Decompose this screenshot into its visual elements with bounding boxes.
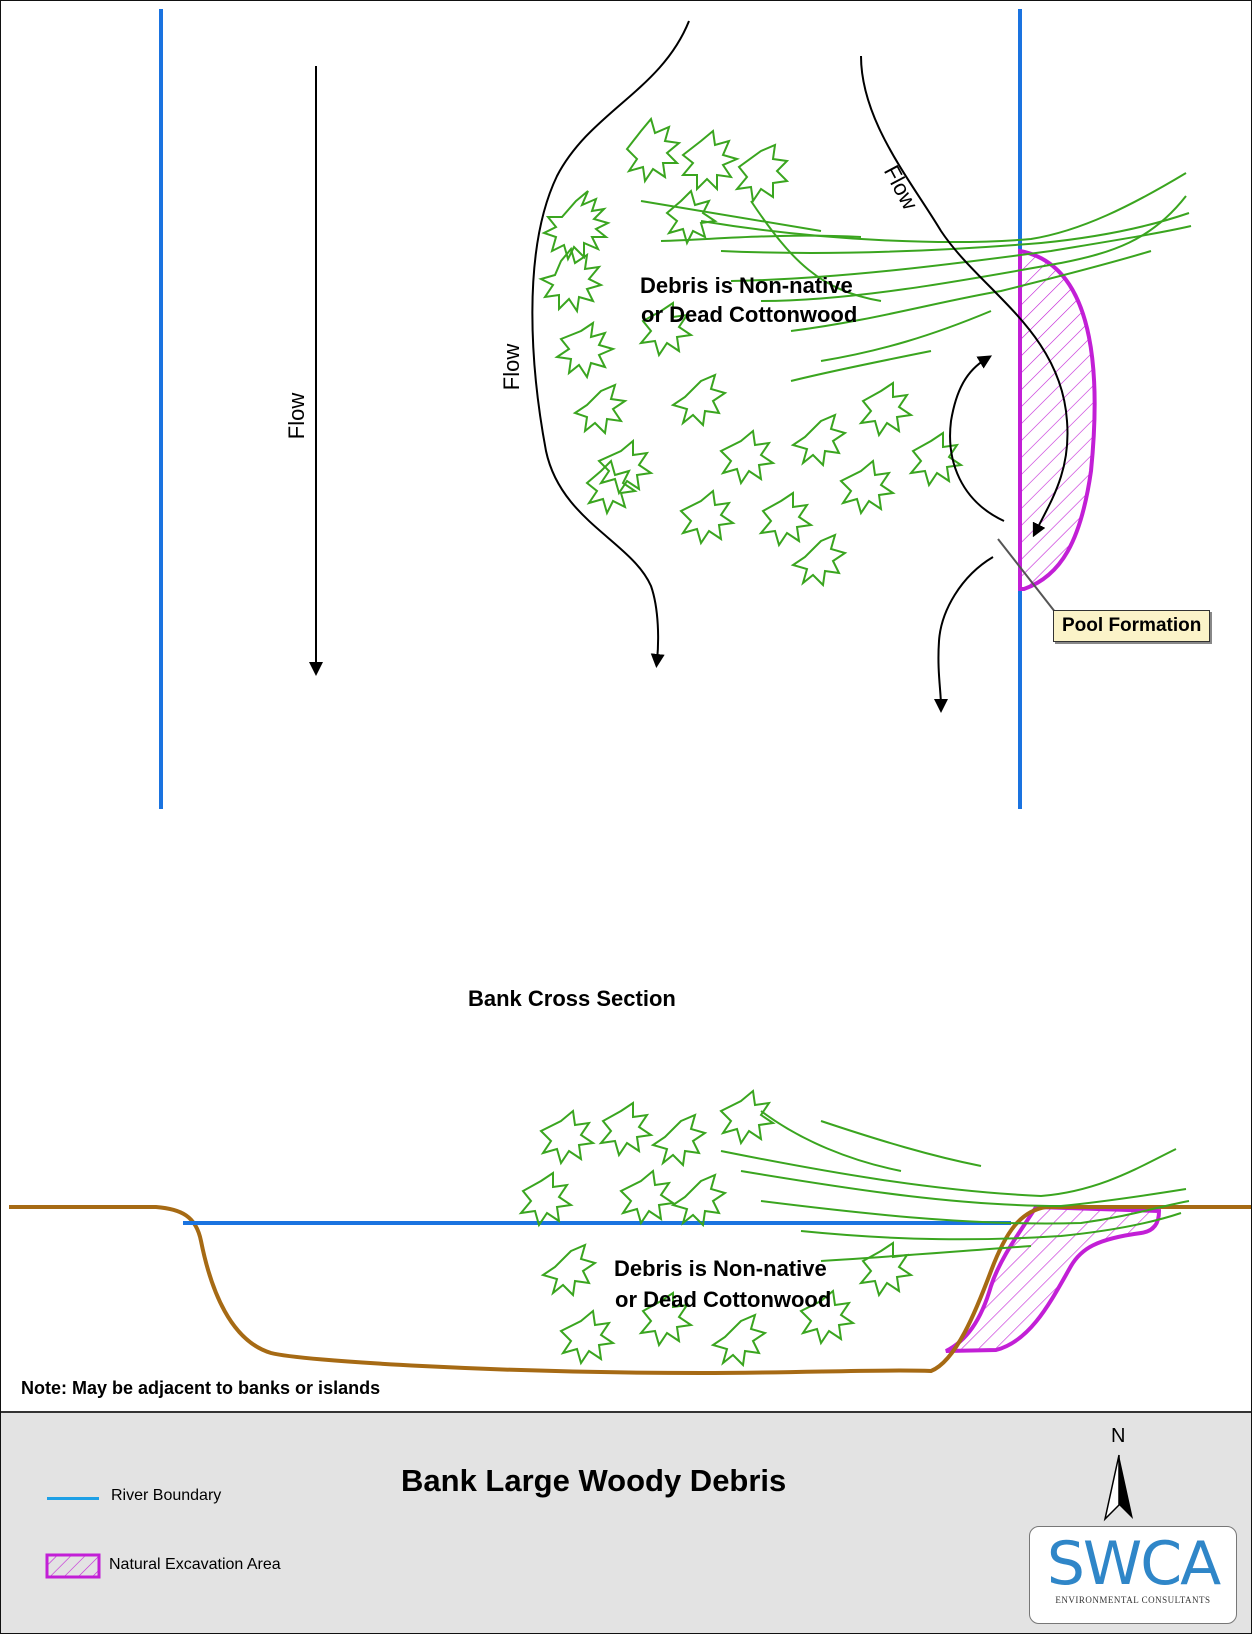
flow-eddy-up xyxy=(949,355,1005,522)
legend-excavation-symbol xyxy=(45,1553,101,1579)
debris-section-label-line1: Debris is Non-native xyxy=(614,1256,827,1281)
debris-plan-label-line1: Debris is Non-native xyxy=(640,273,853,298)
logo-subtitle: ENVIRONMENTAL CONSULTANTS xyxy=(1055,1595,1211,1605)
debris-plan-label-line2: or Dead Cottonwood xyxy=(641,302,858,327)
logo-wordmark: SWCA xyxy=(1046,1529,1221,1599)
flow-curve-right xyxy=(860,55,1069,538)
excavation-area-plan xyxy=(1018,248,1097,591)
debris-section xyxy=(720,1110,1190,1262)
legend-river-boundary-label: River Boundary xyxy=(111,1487,222,1504)
flow-label-main: Flow xyxy=(284,392,310,440)
diagram-canvas xyxy=(9,9,1251,1376)
swca-logo: SWCA ENVIRONMENTAL CONSULTANTS xyxy=(1029,1526,1237,1624)
flow-curve-left xyxy=(531,20,690,668)
flow-label-left-curve: Flow xyxy=(499,343,525,391)
debris-canopy-plan xyxy=(538,116,964,588)
map-title: Bank Large Woody Debris xyxy=(401,1463,787,1498)
excavation-area-section xyxy=(945,1204,1162,1353)
note-text: Note: May be adjacent to banks or island… xyxy=(21,1378,381,1398)
legend-river-boundary-symbol xyxy=(47,1497,99,1500)
flow-eddy-down xyxy=(933,556,994,713)
cross-section-title: Bank Cross Section xyxy=(468,986,676,1011)
debris-plan xyxy=(640,172,1192,382)
pool-formation-leader xyxy=(997,538,1060,618)
north-arrow-icon xyxy=(1103,1454,1133,1522)
debris-section-label-line2: or Dead Cottonwood xyxy=(615,1287,832,1312)
legend-excavation-label: Natural Excavation Area xyxy=(109,1556,281,1573)
north-arrow-label: N xyxy=(1111,1425,1126,1447)
debris-canopy-section xyxy=(518,1089,914,1368)
pool-formation-callout: Pool Formation xyxy=(1053,610,1211,642)
ground-profile xyxy=(9,1205,1251,1376)
